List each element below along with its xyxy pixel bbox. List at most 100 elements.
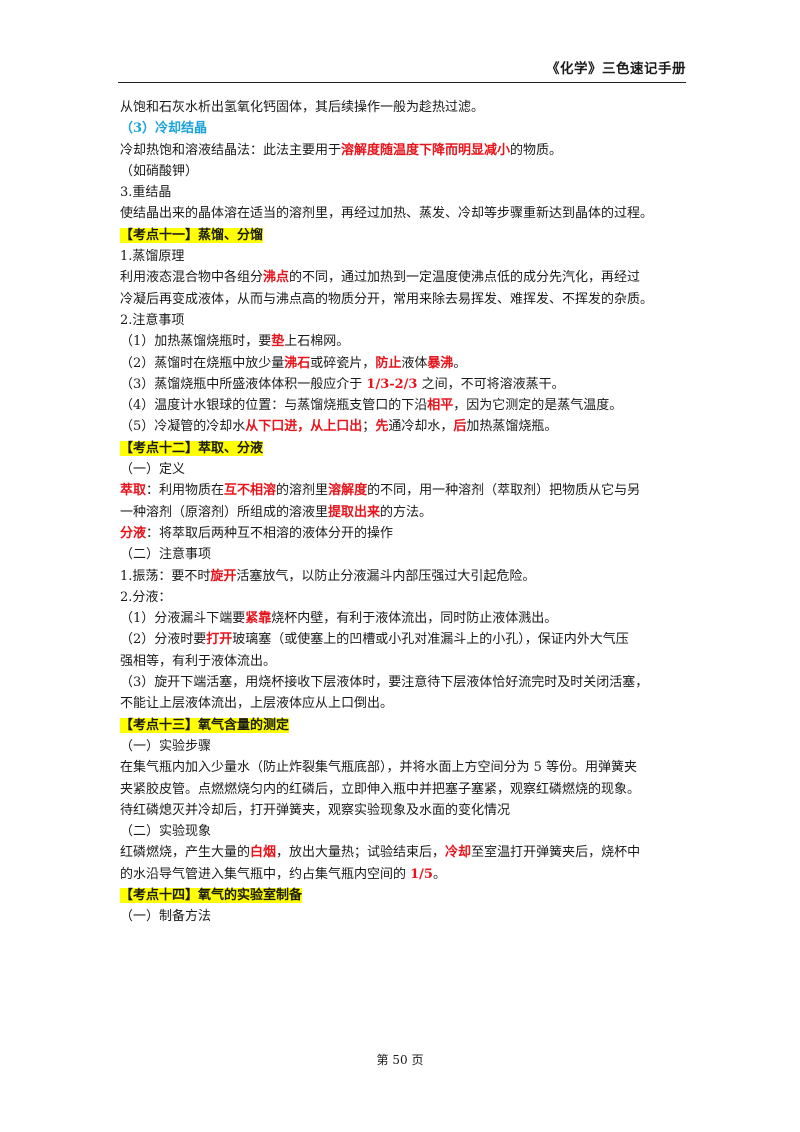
text-line: 使结晶出来的晶体溶在适当的溶剂里，再经过加热、蒸发、冷却等步骤重新达到晶体的过程… (120, 203, 686, 224)
text-line: 夹紧胶皮管。点燃燃烧匀内的红磷后，立即伸入瓶中并把塞子塞紧，观察红磷燃烧的现象。 (120, 779, 686, 800)
body-text: 2.注意事项 (120, 312, 185, 328)
body-text: 上石棉网。 (284, 334, 350, 350)
section-heading: 【考点十三】氧气含量的测定 (120, 717, 290, 733)
text-line: 待红磷熄灭并冷却后，打开弹簧夹，观察实验现象及水面的变化情况 (120, 800, 686, 821)
page-header: 《化学》三色速记手册 (118, 58, 686, 83)
text-line: 从饱和石灰水析出氢氧化钙固体，其后续操作一般为趁热过滤。 (120, 97, 686, 118)
text-line: （1）加热蒸馏烧瓶时，要垫上石棉网。 (120, 331, 686, 352)
emphasis-text: 防止 (375, 355, 402, 371)
emphasis-text: 互不相溶 (224, 483, 277, 499)
body-text: （1）加热蒸馏烧瓶时，要 (120, 334, 272, 350)
emphasis-text: 分液 (120, 525, 147, 541)
text-line: （如硝酸钾） (120, 161, 686, 182)
emphasis-text: 暴沸 (427, 355, 454, 371)
body-text: （一）实验步骤 (120, 738, 212, 754)
emphasis-text: 先 (375, 419, 389, 435)
emphasis-text: 垫 (271, 334, 285, 350)
text-line: 利用液态混合物中各组分沸点的不同，通过加热到一定温度使沸点低的成分先汽化，再经过 (120, 267, 686, 288)
body-text: 的溶剂里 (276, 483, 329, 499)
body-text: ； (362, 419, 376, 435)
body-text: （一）定义 (120, 462, 186, 478)
text-line: 2.分液： (120, 587, 686, 608)
text-line: 强相等，有利于液体流出。 (120, 651, 686, 672)
emphasis-text: 旋开 (210, 568, 237, 584)
text-line: 1.蒸馏原理 (120, 246, 686, 267)
body-text: （3）旋开下端活塞，用烧杯接收下层液体时，要注意待下层液体恰好流完时及时关闭活塞… (120, 675, 649, 691)
text-line: （2）蒸馏时在烧瓶中放少量沸石或碎瓷片，防止液体暴沸。 (120, 353, 686, 374)
text-line: 3.重结晶 (120, 182, 686, 203)
text-line: （二）注意事项 (120, 544, 686, 565)
body-text: （2）蒸馏时在烧瓶中放少量 (120, 355, 285, 371)
text-line: 【考点十二】萃取、分液 (120, 438, 686, 459)
body-text: 之间，不可将溶液蒸干。 (417, 376, 565, 392)
emphasis-text: 白烟 (250, 845, 277, 861)
text-line: 在集气瓶内加入少量水（防止炸裂集气瓶底部），并将水面上方空间分为 5 等份。用弹… (120, 757, 686, 778)
body-text: 强相等，有利于液体流出。 (120, 653, 277, 669)
body-text: （5）冷凝管的冷却水 (120, 419, 246, 435)
body-text: 冷凝后再变成液体，从而与沸点高的物质分开，常用来除去易挥发、难挥发、不挥发的杂质… (120, 291, 654, 307)
body-text: 的水沿导气管进入集气瓶中，约占集气瓶内空间的 (120, 866, 411, 882)
emphasis-text: 打开 (206, 632, 233, 648)
text-line: （1）分液漏斗下端要紧靠烧杯内壁，有利于液体流出，同时防止液体溅出。 (120, 608, 686, 629)
body-text: 的不同，用一种溶剂（萃取剂）把物质从它与另 (367, 483, 641, 499)
text-line: （一）制备方法 (120, 906, 686, 927)
text-line: （3）冷却结晶 (120, 118, 686, 139)
body-text: 液体 (401, 355, 428, 371)
emphasis-text: 1/5 (410, 866, 433, 882)
text-line: （二）实验现象 (120, 821, 686, 842)
body-text: 烧杯内壁，有利于液体流出，同时防止液体溅出。 (271, 611, 558, 627)
body-text: ，因为它测定的是蒸气温度。 (453, 398, 623, 414)
body-text: 在集气瓶内加入少量水（防止炸裂集气瓶底部），并将水面上方空间分为 5 等份。用弹… (120, 760, 638, 776)
body-text: 待红磷熄灭并冷却后，打开弹簧夹，观察实验现象及水面的变化情况 (120, 802, 511, 818)
text-line: （2）分液时要打开玻璃塞（或使塞上的凹槽或小孔对准漏斗上的小孔），保证内外大气压 (120, 629, 686, 650)
emphasis-text: 溶解度 (328, 483, 368, 499)
text-line: 分液：将萃取后两种互不相溶的液体分开的操作 (120, 523, 686, 544)
body-text: 夹紧胶皮管。点燃燃烧匀内的红磷后，立即伸入瓶中并把塞子塞紧，观察红磷燃烧的现象。 (120, 781, 641, 797)
body-text: 的不同，通过加热到一定温度使沸点低的成分先汽化，再经过 (289, 270, 641, 286)
body-text: 至室温打开弹簧夹后，烧杯中 (471, 845, 641, 861)
emphasis-text: 冷却 (445, 845, 472, 861)
emphasis-text: 后 (453, 419, 467, 435)
body-text: 不能让上层液体流出，上层液体应从上口倒出。 (120, 696, 394, 712)
section-heading: 【考点十一】蒸馏、分馏 (120, 227, 264, 243)
body-text: 通冷却水， (388, 419, 454, 435)
text-line: （4）温度计水银球的位置：与蒸馏烧瓶支管口的下沿相平，因为它测定的是蒸气温度。 (120, 395, 686, 416)
text-line: 萃取：利用物质在互不相溶的溶剂里溶解度的不同，用一种溶剂（萃取剂）把物质从它与另 (120, 480, 686, 501)
text-line: 不能让上层液体流出，上层液体应从上口倒出。 (120, 693, 686, 714)
body-text: 1.振荡：要不时 (120, 568, 211, 584)
emphasis-text: 相平 (427, 398, 454, 414)
section-heading: 【考点十四】氧气的实验室制备 (120, 887, 303, 903)
page-footer: 第 50 页 (0, 1051, 800, 1068)
body-text: 活塞放气，以防止分液漏斗内部压强过大引起危险。 (236, 568, 536, 584)
emphasis-text: （3）冷却结晶 (120, 121, 208, 137)
body-text: 一种溶剂（原溶剂）所组成的溶液里 (120, 504, 329, 520)
text-line: 【考点十四】氧气的实验室制备 (120, 885, 686, 906)
body-text: 玻璃塞（或使塞上的凹槽或小孔对准漏斗上的小孔），保证内外大气压 (232, 632, 629, 648)
emphasis-text: 沸点 (263, 270, 290, 286)
body-text: （如硝酸钾） (120, 163, 199, 179)
text-line: 一种溶剂（原溶剂）所组成的溶液里提取出来的方法。 (120, 502, 686, 523)
body-text: 2.分液： (120, 589, 172, 605)
body-text: 从饱和石灰水析出氢氧化钙固体，其后续操作一般为趁热过滤。 (120, 100, 485, 115)
text-line: 2.注意事项 (120, 310, 686, 331)
text-line: 红磷燃烧，产生大量的白烟，放出大量热；试验结束后，冷却至室温打开弹簧夹后，烧杯中 (120, 842, 686, 863)
body-text: （二）实验现象 (120, 824, 212, 840)
body-text: 或碎瓷片， (310, 355, 376, 371)
body-text: 红磷燃烧，产生大量的 (120, 845, 251, 861)
body-text: 使结晶出来的晶体溶在适当的溶剂里，再经过加热、蒸发、冷却等步骤重新达到晶体的过程… (120, 206, 654, 222)
text-line: 【考点十三】氧气含量的测定 (120, 715, 686, 736)
body-text: 。 (432, 866, 446, 882)
text-line: 冷凝后再变成液体，从而与沸点高的物质分开，常用来除去易挥发、难挥发、不挥发的杂质… (120, 289, 686, 310)
text-line: 的水沿导气管进入集气瓶中，约占集气瓶内空间的 1/5。 (120, 864, 686, 885)
body-text: ：将萃取后两种互不相溶的液体分开的操作 (146, 525, 394, 541)
emphasis-text: 沸石 (284, 355, 311, 371)
page-number: 第 50 页 (376, 1053, 424, 1067)
body-text: ：利用物质在 (146, 483, 225, 499)
body-text: （一）制备方法 (120, 909, 212, 925)
body-text: 3.重结晶 (120, 185, 172, 201)
emphasis-text: 紧靠 (245, 611, 272, 627)
text-line: （3）旋开下端活塞，用烧杯接收下层液体时，要注意待下层液体恰好流完时及时关闭活塞… (120, 672, 686, 693)
body-text: 的方法。 (380, 504, 433, 520)
text-line: 【考点十一】蒸馏、分馏 (120, 225, 686, 246)
